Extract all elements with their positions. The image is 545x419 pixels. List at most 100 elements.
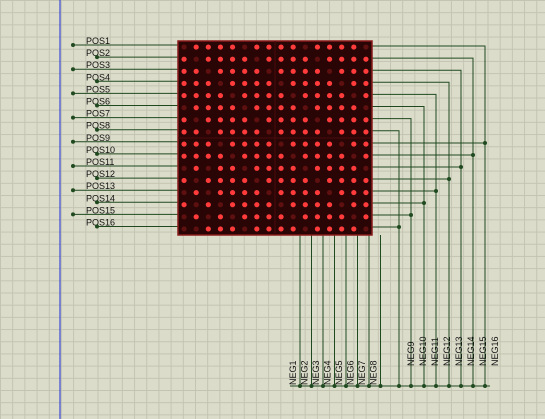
led xyxy=(254,153,260,159)
led xyxy=(229,165,236,171)
pos-label: POS9 xyxy=(86,133,110,143)
led xyxy=(217,141,224,147)
led xyxy=(181,129,187,135)
led xyxy=(290,141,296,147)
led xyxy=(302,56,308,62)
led xyxy=(242,105,248,111)
led xyxy=(339,141,345,147)
led xyxy=(266,117,272,123)
led xyxy=(351,189,357,196)
neg-label: NEG5 xyxy=(334,360,344,385)
led xyxy=(217,177,224,184)
led xyxy=(229,56,236,62)
junction-dot xyxy=(409,213,413,217)
led xyxy=(242,129,248,135)
junction-dot xyxy=(367,384,371,388)
led xyxy=(302,105,308,111)
neg-bus-wire xyxy=(372,45,486,386)
pos-pin xyxy=(71,67,75,72)
led xyxy=(229,189,236,196)
neg-label: NEG8 xyxy=(369,360,379,385)
label-layer: POS1POS2POS3POS4POS5POS6POS7POS8POS9POS1… xyxy=(86,36,500,385)
led xyxy=(351,153,357,159)
pos-pin xyxy=(95,55,99,60)
led xyxy=(278,117,284,123)
led xyxy=(326,56,333,62)
led xyxy=(181,214,187,220)
led xyxy=(339,177,345,184)
led xyxy=(266,129,272,135)
led xyxy=(326,117,333,123)
led xyxy=(193,189,199,196)
led xyxy=(217,117,224,123)
led xyxy=(339,80,345,87)
neg-label: NEG15 xyxy=(478,336,488,366)
led xyxy=(314,56,321,62)
led xyxy=(339,56,345,62)
led xyxy=(205,165,211,171)
led xyxy=(217,68,224,74)
led xyxy=(326,80,333,87)
led xyxy=(217,214,224,220)
led xyxy=(254,189,260,196)
led xyxy=(217,44,224,50)
junction-dot xyxy=(447,384,451,388)
led xyxy=(363,214,369,220)
led xyxy=(290,214,296,220)
led xyxy=(205,56,211,62)
junction-dot xyxy=(298,384,302,388)
led xyxy=(254,214,260,220)
led xyxy=(290,153,296,159)
led xyxy=(229,80,236,87)
led xyxy=(326,44,333,50)
led xyxy=(351,226,357,232)
led xyxy=(302,129,308,135)
led xyxy=(339,44,345,50)
led xyxy=(205,202,211,208)
led xyxy=(314,165,321,171)
led xyxy=(278,165,284,171)
neg-label: NEG4 xyxy=(323,360,333,385)
led xyxy=(205,129,211,135)
led xyxy=(242,68,248,74)
pos-label: POS6 xyxy=(86,97,110,107)
led xyxy=(339,129,345,135)
led xyxy=(290,189,296,196)
led xyxy=(326,202,333,208)
led xyxy=(339,92,345,99)
led xyxy=(290,165,296,171)
led xyxy=(302,189,308,196)
led xyxy=(339,165,345,171)
led xyxy=(254,129,260,135)
led xyxy=(242,189,248,196)
led xyxy=(278,80,284,87)
led xyxy=(229,141,236,147)
led xyxy=(290,44,296,50)
pos-label: POS12 xyxy=(86,169,115,179)
junction-dot xyxy=(332,384,337,388)
pos-pin xyxy=(95,151,99,156)
led xyxy=(290,92,296,99)
led xyxy=(254,226,260,232)
junction-dot xyxy=(447,177,451,181)
led-matrix[interactable] xyxy=(177,40,373,236)
led xyxy=(290,202,296,208)
led xyxy=(351,68,357,74)
neg-label: NEG14 xyxy=(466,336,476,366)
led xyxy=(351,165,357,171)
led xyxy=(363,177,369,184)
neg-label: NEG6 xyxy=(346,360,356,385)
led xyxy=(193,129,199,135)
pos-label: POS2 xyxy=(86,48,110,58)
led xyxy=(229,226,236,232)
pos-label: POS16 xyxy=(86,218,115,228)
junction-dot xyxy=(422,384,426,388)
led xyxy=(229,92,236,99)
led xyxy=(181,189,187,196)
led xyxy=(266,92,272,99)
led xyxy=(314,214,321,220)
led xyxy=(278,141,284,147)
led xyxy=(217,202,224,208)
led xyxy=(181,117,187,123)
